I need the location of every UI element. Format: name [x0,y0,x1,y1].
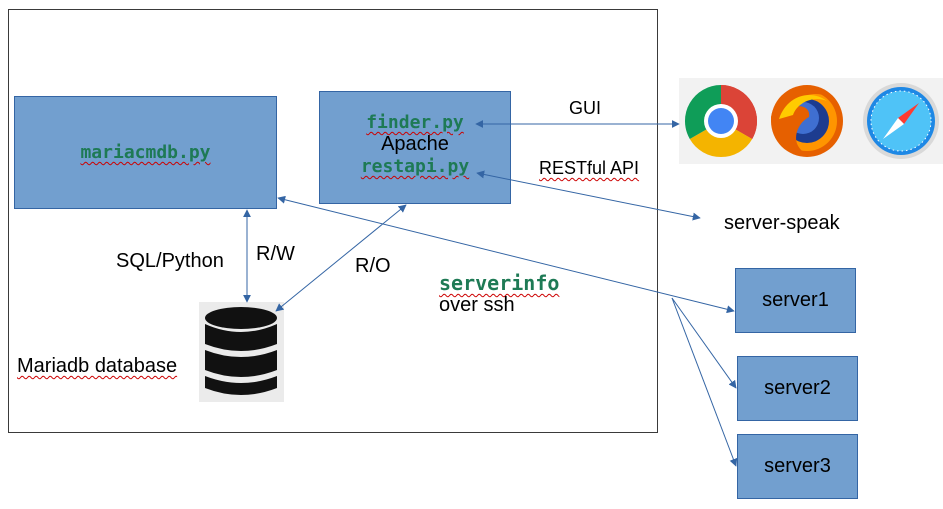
serverinfo-label: serverinfo [439,271,560,295]
server2-label: server2 [764,377,831,399]
mariacmdb-label: mariacmdb.py [80,142,211,163]
ssh-arrow-server1 [277,195,735,314]
chrome-icon [684,84,758,158]
server1-label: server1 [762,289,829,311]
ro-label: R/O [355,255,391,277]
ssh-arrow-server2 [671,297,737,389]
sql-python-label: SQL/Python [116,250,224,272]
server-speak-label: server-speak [724,212,840,234]
gui-label: GUI [569,98,602,118]
ssh-arrow-server3 [671,297,738,467]
database-icon [199,302,284,402]
restful-api-label: RESTful API [539,158,640,178]
mariacmdb-box[interactable]: mariacmdb.py [14,96,277,209]
server2-box[interactable]: server2 [737,356,858,421]
finder-label: finder.py [366,112,464,133]
firefox-icon [771,85,843,157]
restapi-label: restapi.py [360,156,470,177]
rw-label: R/W [256,243,295,265]
restful-arrow [476,170,701,221]
browser-icons [679,78,943,164]
server3-box[interactable]: server3 [737,434,858,499]
apache-label: Apache [381,133,449,155]
server1-box[interactable]: server1 [735,268,856,333]
server3-label: server3 [764,455,831,477]
safari-icon [863,83,939,159]
mariadb-database-label: Mariadb database [17,355,178,377]
over-ssh-label: over ssh [439,294,515,316]
